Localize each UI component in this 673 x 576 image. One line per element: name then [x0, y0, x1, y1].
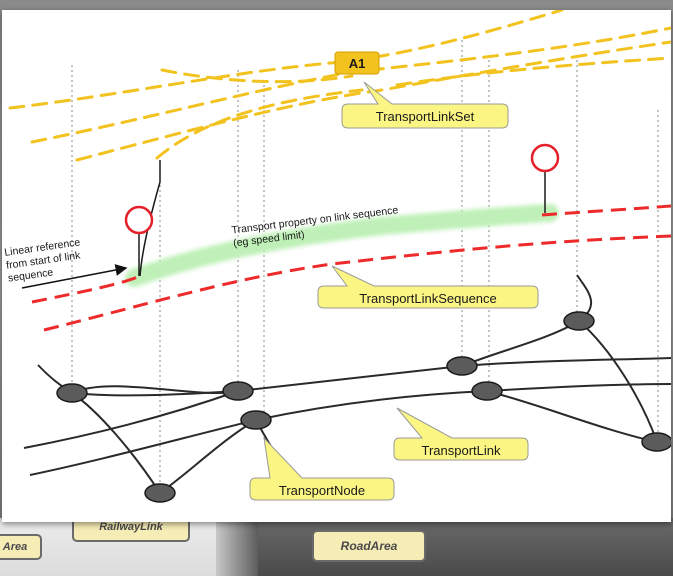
diagram-page: A1 TransportLinkSet TransportLinkSequenc… [2, 8, 673, 522]
a1-label: A1 [349, 56, 366, 71]
callout-a1: A1 [334, 51, 380, 75]
callout-transport-link: TransportLink [393, 407, 529, 461]
transport-link-sequence-lines [31, 204, 672, 332]
node [446, 356, 478, 376]
transport-link-sequence-label: TransportLinkSequence [359, 291, 497, 306]
network-diagram: A1 TransportLinkSet TransportLinkSequenc… [4, 8, 673, 503]
start-marker [124, 205, 154, 235]
callout-transport-link-set: TransportLinkSet [341, 81, 509, 129]
transport-nodes [56, 311, 673, 503]
road-area-chip: RoadArea [312, 530, 426, 562]
transport-node-label: TransportNode [279, 483, 365, 498]
callout-transport-link-sequence: TransportLinkSequence [317, 265, 539, 309]
linear-reference-annotation: Linear reference from start of link sequ… [4, 236, 82, 284]
transport-link-label: TransportLink [422, 443, 501, 458]
node [471, 381, 503, 401]
node [563, 311, 595, 331]
node [144, 483, 176, 503]
area-chip: Area [0, 534, 42, 560]
background-divider [216, 518, 258, 576]
callout-transport-node: TransportNode [249, 436, 395, 501]
transport-link-set-lines [8, 8, 673, 162]
node [222, 381, 254, 401]
node [56, 383, 88, 403]
node [240, 410, 272, 430]
linear-reference-arrow [21, 264, 128, 289]
node [641, 432, 673, 452]
transport-link-set-label: TransportLinkSet [376, 109, 475, 124]
end-marker [530, 143, 560, 173]
transport-property-band [125, 204, 559, 287]
